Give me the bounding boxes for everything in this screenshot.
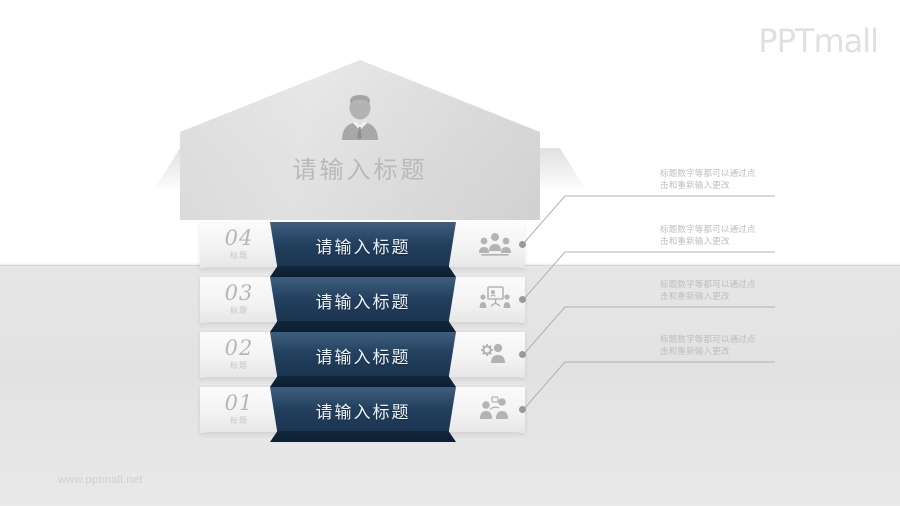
row-label[interactable]: 请输入标题 — [315, 292, 411, 313]
person-gear-icon — [479, 339, 511, 371]
row-number: 03 — [224, 281, 254, 305]
presentation-board-icon — [479, 284, 511, 316]
pentagon-title[interactable]: 请输入标题 — [292, 156, 428, 184]
row-label[interactable]: 请输入标题 — [315, 402, 411, 423]
row-blue-gloss — [270, 387, 456, 409]
annotation-2-line-1: 标题数字等都可以通过点 — [660, 225, 756, 235]
row-blue-gloss — [270, 332, 456, 354]
row-number: 01 — [224, 391, 254, 415]
two-people-icon — [479, 394, 511, 426]
row-blue-bevel — [270, 321, 456, 332]
annotation-1[interactable]: 标题数字等都可以通过点 击和重新输入更改 — [660, 168, 840, 192]
people-group-icon — [479, 229, 511, 261]
annotation-4[interactable]: 标题数字等都可以通过点 击和重新输入更改 — [660, 334, 840, 358]
row-number-block[interactable]: 02 标题 — [212, 336, 266, 371]
pentagon-header[interactable]: 请输入标题 — [180, 60, 540, 220]
row-label[interactable]: 请输入标题 — [315, 347, 411, 368]
annotation-2-line-2: 击和重新输入更改 — [660, 237, 730, 247]
pyramid-row-01[interactable]: 请输入标题 01 标题 — [200, 387, 526, 442]
annotation-3-line-2: 击和重新输入更改 — [660, 292, 730, 302]
row-blue-panel — [270, 332, 456, 378]
annotation-4-line-1: 标题数字等都可以通过点 — [660, 335, 756, 345]
annotation-4-line-2: 击和重新输入更改 — [660, 347, 730, 357]
row-number-block[interactable]: 03 标题 — [212, 281, 266, 316]
row-blue-gloss — [270, 277, 456, 299]
row-number: 02 — [224, 336, 254, 360]
row-number-block[interactable]: 01 标题 — [212, 391, 266, 426]
row-number-subtitle: 标题 — [230, 251, 248, 260]
row-number-subtitle: 标题 — [230, 416, 248, 425]
connector-dot — [519, 406, 526, 413]
row-blue-panel — [270, 387, 456, 433]
row-blue-bevel — [270, 431, 456, 442]
row-number: 04 — [224, 226, 254, 250]
row-number-subtitle: 标题 — [230, 361, 248, 370]
pyramid-row-02[interactable]: 请输入标题 02 标题 — [200, 332, 526, 387]
row-number-subtitle: 标题 — [230, 306, 248, 315]
annotation-3-line-1: 标题数字等都可以通过点 — [660, 280, 756, 290]
annotation-2[interactable]: 标题数字等都可以通过点 击和重新输入更改 — [660, 224, 840, 248]
row-number-block[interactable]: 04 标题 — [212, 226, 266, 261]
row-blue-panel — [270, 222, 456, 268]
connector-dot — [519, 241, 526, 248]
row-label[interactable]: 请输入标题 — [315, 237, 411, 258]
pyramid-row-03[interactable]: 请输入标题 03 标题 — [200, 277, 526, 332]
row-blue-panel — [270, 277, 456, 323]
annotation-1-line-2: 击和重新输入更改 — [660, 181, 730, 191]
annotation-1-line-1: 标题数字等都可以通过点 — [660, 169, 756, 179]
pyramid-row-04[interactable]: 请输入标题 04 标题 — [200, 222, 526, 277]
footer-url: www.pptmall.net — [58, 474, 143, 486]
row-blue-bevel — [270, 376, 456, 387]
annotation-3[interactable]: 标题数字等都可以通过点 击和重新输入更改 — [660, 279, 840, 303]
connector-dot — [519, 351, 526, 358]
row-blue-bevel — [270, 266, 456, 277]
pptmall-logo: PPTmall — [758, 22, 879, 60]
connector-dot — [519, 296, 526, 303]
person-avatar-icon — [338, 94, 382, 140]
row-blue-gloss — [270, 222, 456, 244]
